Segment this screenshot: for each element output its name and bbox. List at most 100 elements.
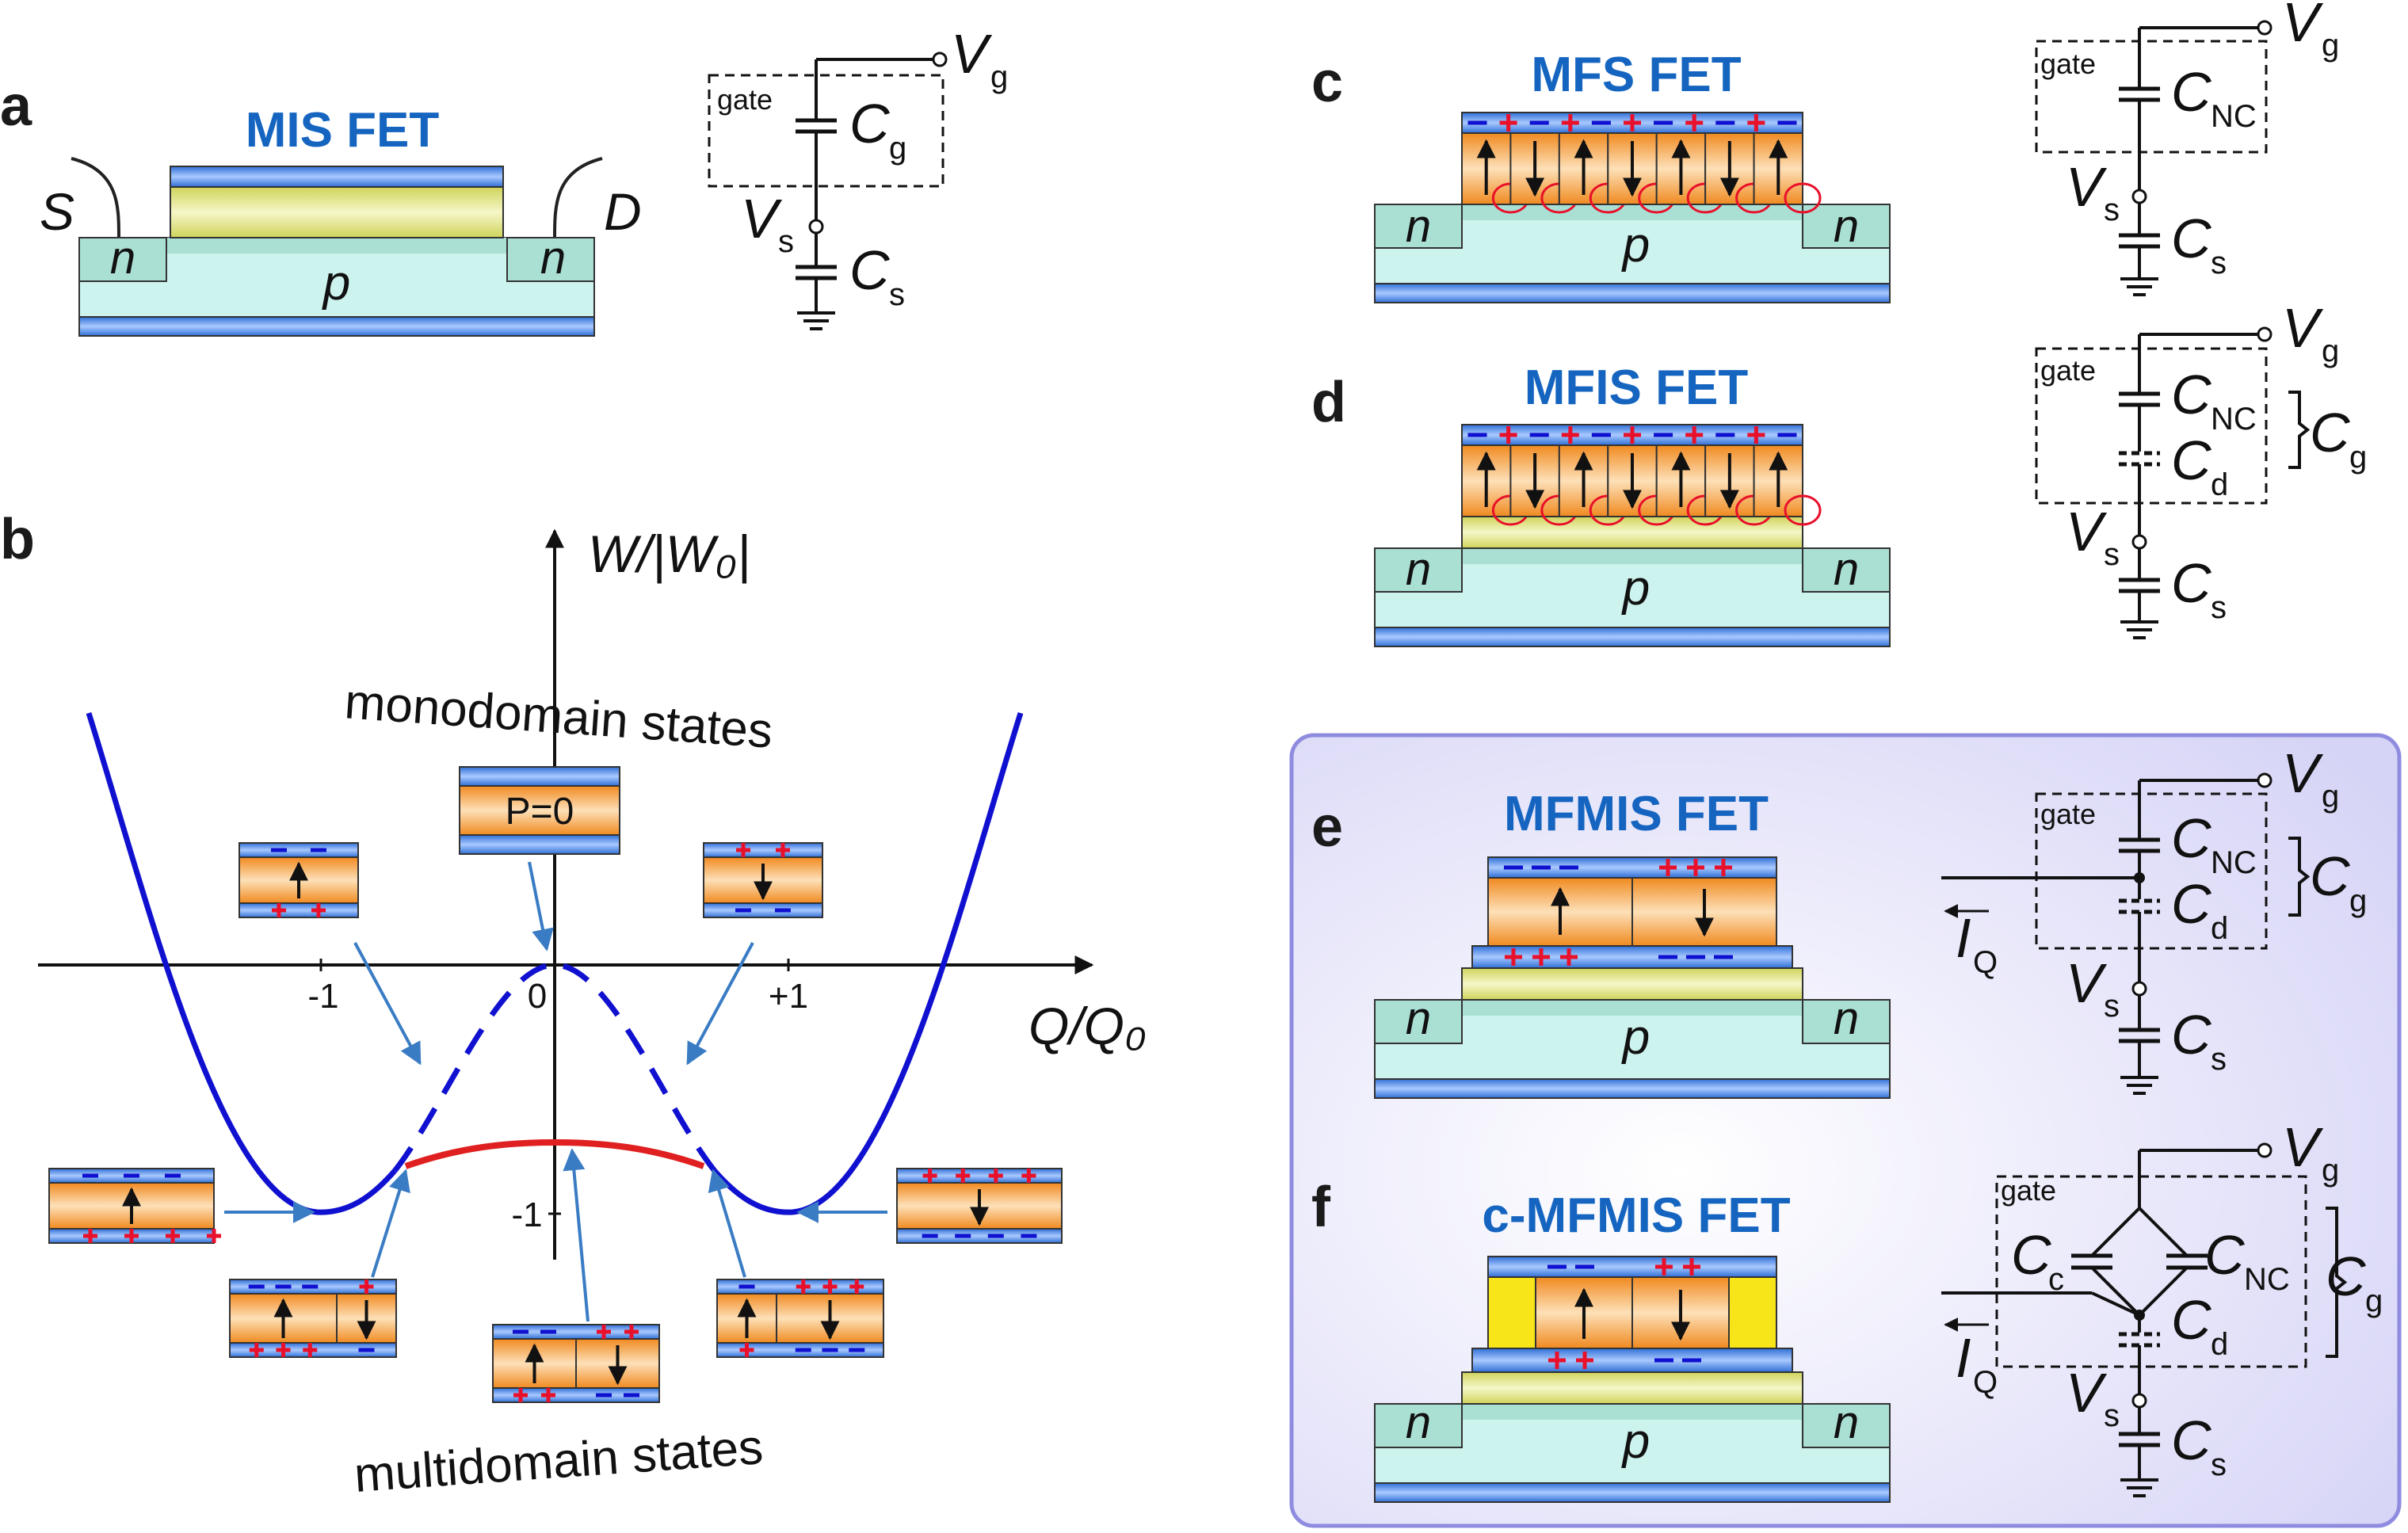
terminal	[932, 51, 948, 67]
panel-letter-a: a	[0, 74, 32, 138]
device-a	[71, 157, 603, 337]
title-mfmis-fet: MFMIS FET	[1504, 787, 1769, 841]
circuit-c-vs-sub: s	[2104, 193, 2120, 227]
circuit-f-cg-sub: g	[2365, 1283, 2383, 1318]
circuit-a-vg: V	[951, 23, 993, 85]
plus-charge	[1659, 859, 1677, 876]
d-n-right: n	[1834, 543, 1859, 595]
plus-charge	[1499, 114, 1517, 132]
panel-letter-d: d	[1311, 371, 1346, 434]
circuit-f-cc: C	[2011, 1224, 2051, 1286]
multidomain-state	[716, 1279, 884, 1358]
plus-charge	[849, 1279, 864, 1294]
circuit-d-vs: V	[2066, 501, 2108, 562]
plus-charge	[311, 903, 326, 917]
wire	[2090, 1207, 2189, 1257]
a-p-label: p	[322, 256, 350, 311]
n-region	[1802, 547, 1891, 593]
vortex-loop	[1784, 494, 1822, 526]
circuit-a-cs: C	[849, 239, 890, 301]
back-gate	[1374, 1078, 1891, 1099]
plus-charge	[1747, 114, 1765, 132]
circuit-c-vs: V	[2066, 156, 2108, 218]
x-tick-minus1: -1	[307, 977, 338, 1016]
insulator-layer	[1461, 516, 1803, 549]
circuit-f-vg: V	[2282, 1116, 2324, 1178]
circuit-e-cg-sub: g	[2349, 883, 2367, 918]
plus-charge	[272, 903, 286, 917]
plus-charge	[513, 1388, 528, 1402]
floating-metal	[1471, 945, 1793, 969]
circuit-f-iq: I	[1956, 1327, 1971, 1389]
source-wire	[71, 157, 120, 238]
x-axis-label: Q/Q₀	[1028, 997, 1147, 1055]
p-zero-state: P=0	[459, 766, 620, 855]
circuit-e-vs-sub: s	[2104, 989, 2120, 1024]
circuit-d-vg-sub: g	[2322, 334, 2339, 368]
energy-plot	[38, 528, 1094, 1403]
circuit-d-cd: C	[2171, 429, 2211, 491]
c-n-left: n	[1406, 200, 1431, 252]
circuit-d-cd-sub: d	[2211, 467, 2228, 502]
gate-box	[2035, 792, 2268, 950]
pointer-arrow	[353, 942, 422, 1066]
plus-charge	[1021, 1169, 1036, 1183]
monodomain-state	[896, 1168, 1063, 1244]
n-region	[506, 237, 595, 282]
channel	[166, 238, 507, 254]
gate-metal	[1487, 1256, 1777, 1278]
plus-charge	[956, 1169, 971, 1183]
plus-charge	[359, 1279, 374, 1294]
insulator-layer	[170, 186, 504, 238]
device-d	[1374, 424, 1891, 647]
electrode	[896, 1168, 1063, 1184]
plus-charge	[1561, 114, 1579, 132]
multidomain-curve	[404, 1138, 705, 1169]
plus-charge	[822, 1279, 838, 1294]
circuit-f-cs-sub: s	[2211, 1447, 2227, 1482]
circuit-e-vg-sub: g	[2322, 779, 2339, 814]
circuit-e-cg: C	[2310, 845, 2350, 907]
c-n-right: n	[1834, 200, 1859, 252]
circuit-d-cg: C	[2310, 402, 2350, 463]
e-n-right: n	[1834, 993, 1859, 1044]
pointer-arrow	[528, 861, 554, 951]
plus-charge	[541, 1388, 555, 1402]
x-tick-0: 0	[528, 977, 547, 1016]
plus-charge	[1532, 948, 1550, 966]
d-n-left: n	[1406, 543, 1431, 595]
n-region	[1374, 999, 1463, 1044]
n-region	[1374, 204, 1463, 249]
pointer-arrow	[686, 942, 754, 1066]
plus-charge	[1624, 426, 1641, 444]
circuit-e-iq-sub: Q	[1973, 945, 1998, 980]
circuit-f-vs: V	[2066, 1362, 2108, 1424]
plus-charge	[624, 1325, 639, 1339]
floating-metal	[1471, 1348, 1793, 1373]
circuit-d-vs-sub: s	[2104, 537, 2120, 572]
circuit-e	[1941, 772, 2311, 1095]
circuit-d-vg: V	[2282, 297, 2324, 359]
plus-charge	[988, 1169, 1003, 1183]
plus-charge	[1548, 1352, 1566, 1369]
circuit-a-vs-sub: s	[778, 224, 794, 259]
channel	[1462, 548, 1803, 564]
channel	[1462, 1404, 1803, 1420]
circuit-e-cd: C	[2171, 873, 2211, 935]
title-mfis-fet: MFIS FET	[1525, 360, 1749, 415]
circuit-e-cnc: C	[2171, 807, 2211, 869]
plus-charge	[166, 1229, 180, 1243]
pointer-arrow	[371, 1169, 410, 1278]
circuit-a-labels: gate V g C g V s C s	[717, 23, 1008, 312]
circuit-d	[2035, 326, 2311, 639]
circuit-a-cs-sub: s	[889, 277, 905, 312]
source-label: S	[40, 182, 74, 241]
wire	[2326, 1207, 2348, 1358]
circuit-d-cnc-sub: NC	[2211, 402, 2257, 437]
pointer-arrow	[563, 1148, 590, 1322]
device-c	[1374, 112, 1891, 303]
circuit-f-cc-sub: c	[2048, 1262, 2064, 1297]
device-e	[1374, 856, 1891, 1099]
circuit-c-vg-sub: g	[2322, 28, 2339, 63]
